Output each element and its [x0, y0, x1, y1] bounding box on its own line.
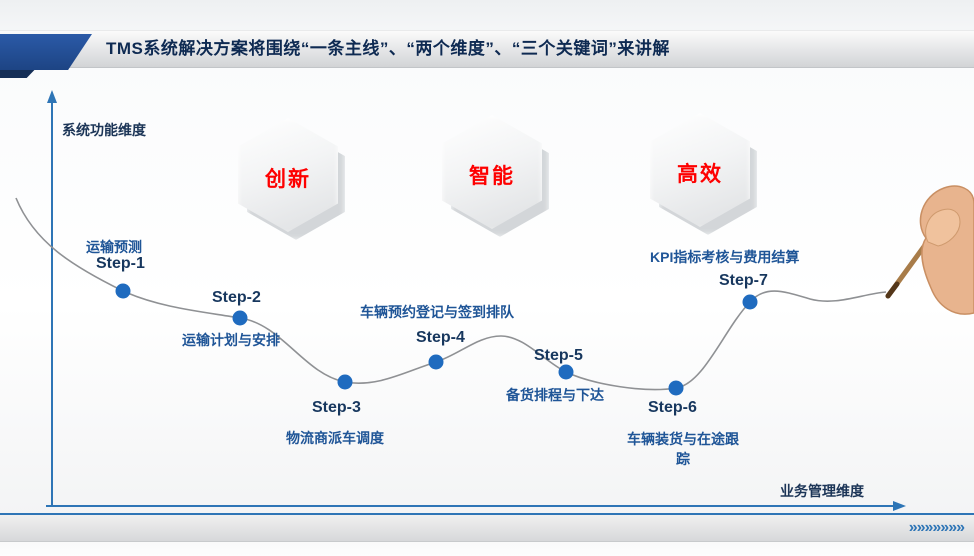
step-2-desc: 运输计划与安排: [182, 332, 280, 348]
footer-accent-line: [0, 513, 974, 515]
step-dot: [742, 294, 758, 310]
step-dot: [428, 354, 444, 370]
step-2-name: Step-2: [212, 289, 261, 306]
keyword-hexagon-intelligence: 智能: [442, 115, 549, 237]
step-dot: [668, 380, 684, 396]
step-3-name: Step-3: [312, 399, 361, 416]
x-axis-arrow-icon: [893, 501, 906, 511]
keyword-hexagon-efficiency: 高效: [650, 113, 757, 235]
keyword-label: 创新: [265, 168, 311, 191]
step-dot: [115, 283, 131, 299]
slide-title: TMS系统解决方案将围绕“一条主线”、“两个维度”、“三个关键词”来讲解: [106, 39, 670, 58]
step-1-desc: 运输预测: [86, 239, 142, 255]
step-6-name: Step-6: [648, 399, 697, 416]
y-axis-label: 系统功能维度: [62, 122, 146, 138]
hand-with-pen-image: [885, 185, 974, 315]
x-axis-label: 业务管理维度: [780, 483, 864, 499]
step-6-desc: 车辆装货与在途跟踪: [627, 431, 739, 467]
step-3-desc: 物流商派车调度: [286, 430, 384, 446]
step-4-name: Step-4: [416, 329, 465, 346]
footer-chevrons-icon: »»»»»»»: [908, 519, 965, 536]
step-1-name: Step-1: [96, 255, 145, 272]
step-7-name: Step-7: [719, 272, 768, 289]
step-dot: [558, 364, 574, 380]
finger-shape: [925, 208, 961, 247]
footer-band: [0, 515, 974, 542]
keyword-label: 智能: [469, 165, 515, 188]
hand-shape: [919, 185, 974, 315]
y-axis-arrow-icon: [47, 90, 57, 103]
keyword-label: 高效: [677, 163, 723, 186]
header-band: [0, 30, 974, 68]
step-5-name: Step-5: [534, 347, 583, 364]
pen-tip-icon: [885, 281, 900, 299]
keyword-hexagon-innovation: 创新: [238, 118, 345, 240]
step-5-desc: 备货排程与下达: [506, 387, 604, 403]
step-7-desc: KPI指标考核与费用结算: [650, 249, 800, 265]
step-dot: [337, 374, 353, 390]
step-dot: [232, 310, 248, 326]
hexagon-shape: [650, 113, 750, 227]
step-4-desc: 车辆预约登记与签到排队: [360, 304, 514, 320]
